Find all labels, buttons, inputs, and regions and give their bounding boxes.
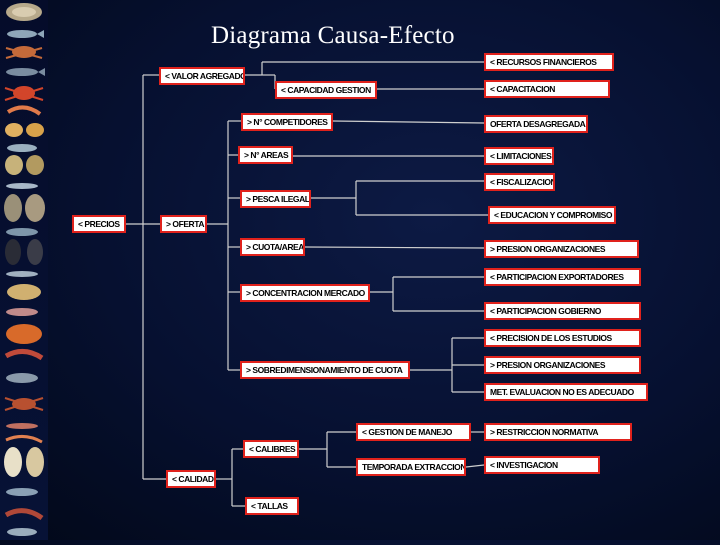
fish-icon (6, 373, 38, 383)
shrimp-icon (6, 105, 42, 116)
shell-icon (6, 3, 42, 21)
marine-species-illustrations (4, 3, 45, 536)
fish-icon (6, 183, 38, 189)
node-precision-estudios: < PRECISION DE LOS ESTUDIOS (484, 329, 641, 347)
fish-icon (6, 488, 38, 496)
fish-icon (6, 68, 45, 76)
crab-icon (4, 86, 44, 101)
node-restriccion-normativa: > RESTRICCION NORMATIVA (484, 423, 632, 441)
node-tallas: < TALLAS (245, 497, 299, 515)
shrimp-icon (5, 435, 43, 444)
lobster-icon (4, 508, 44, 536)
page-title: Diagrama Causa-Efecto (211, 22, 455, 49)
fish-icon (6, 271, 38, 277)
mussel-icon (4, 194, 45, 222)
node-pesca-ilegal: > PESCA ILEGAL (240, 190, 311, 208)
marine-species-strip (0, 0, 48, 540)
node-gestion-manejo: < GESTION DE MANEJO (356, 423, 471, 441)
shell-icon (5, 155, 44, 175)
node-met-evaluacion: MET. EVALUACION NO ES ADECUADO (484, 383, 648, 401)
node-capacidad-gestion: < CAPACIDAD GESTION (275, 81, 377, 99)
node-valor-agregado: < VALOR AGREGADO (159, 67, 245, 85)
crab-icon (5, 46, 43, 59)
node-capacitacion: < CAPACITACION (484, 80, 610, 98)
mussel-icon (7, 284, 41, 300)
lobster-icon (4, 349, 44, 361)
node-participacion-exportadores: < PARTICIPACION EXPORTADORES (484, 268, 641, 286)
node-recursos-financieros: < RECURSOS FINANCIEROS (484, 53, 614, 71)
fish-icon (6, 423, 38, 429)
node-sobredimensionamiento-cuota: > SOBREDIMENSIONAMIENTO DE CUOTA (240, 361, 410, 379)
node-presion-organizaciones-2: > PRESION ORGANIZACIONES (484, 356, 641, 374)
node-oferta: > OFERTA (160, 215, 207, 233)
node-n-areas: > N° AREAS (238, 146, 293, 164)
mussel-icon (4, 447, 44, 477)
node-calibres: < CALIBRES (243, 440, 299, 458)
fish-icon (7, 144, 37, 152)
fish-icon (6, 308, 38, 316)
node-educacion-compromiso: < EDUCACION Y COMPROMISO (488, 206, 616, 224)
node-concentracion-mercado: > CONCENTRACION MERCADO (240, 284, 370, 302)
fish-icon (6, 228, 38, 236)
node-oferta-desagregada: OFERTA DESAGREGADA (484, 115, 588, 133)
node-investigacion: < INVESTIGACION (484, 456, 600, 474)
node-precios: < PRECIOS (72, 215, 126, 233)
clam-icon (5, 123, 44, 137)
node-presion-organizaciones-1: > PRESION ORGANIZACIONES (484, 240, 639, 258)
oyster-icon (5, 239, 43, 265)
node-calidad: < CALIDAD (166, 470, 216, 488)
node-participacion-gobierno: < PARTICIPACION GOBIERNO (484, 302, 641, 320)
fish-icon (7, 30, 44, 38)
node-temporada-extraccion: TEMPORADA EXTRACCION (356, 458, 466, 476)
node-limitaciones: < LIMITACIONES (484, 147, 554, 165)
node-n-competidores: > N° COMPETIDORES (241, 113, 333, 131)
node-fiscalizacion: < FISCALIZACION (484, 173, 555, 191)
crab-icon (4, 397, 44, 411)
node-cuota-area: > CUOTA/AREA (240, 238, 305, 256)
shell-icon (6, 324, 42, 344)
